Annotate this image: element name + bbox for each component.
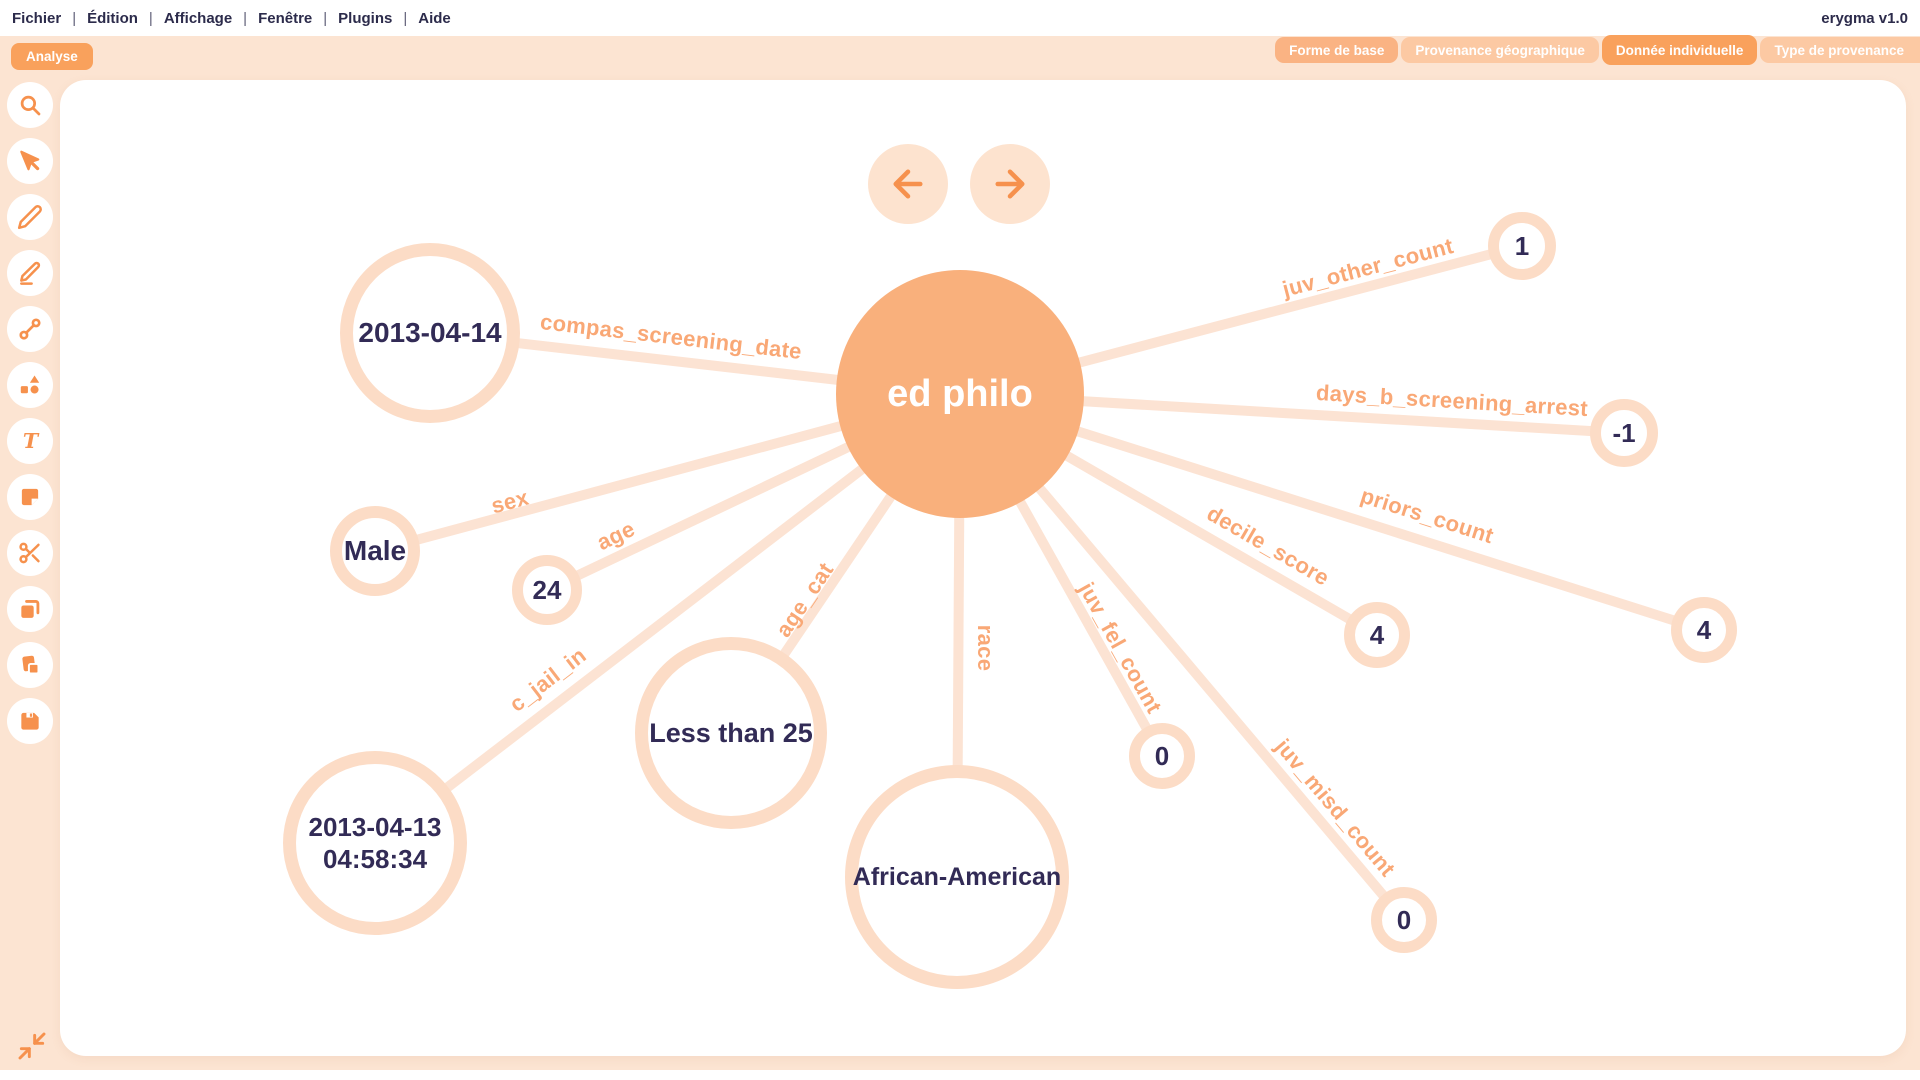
- menu-fenetre[interactable]: Fenêtre: [258, 9, 313, 27]
- collapse-panel-button[interactable]: [16, 1030, 48, 1062]
- paste-tool-button[interactable]: [7, 642, 53, 688]
- menu-separator: |: [323, 9, 328, 27]
- node-juv_misd_count-value[interactable]: 0: [1371, 887, 1437, 953]
- note-tool-button[interactable]: [7, 474, 53, 520]
- app-version: erygma v1.0: [1821, 9, 1908, 27]
- node-days_b_screening_arrest-value[interactable]: -1: [1590, 399, 1658, 467]
- text-icon: T: [23, 429, 40, 453]
- menu-affichage[interactable]: Affichage: [163, 9, 233, 27]
- tab-donnee-individuelle[interactable]: Donnée individuelle: [1601, 35, 1758, 65]
- shapes-tool-button[interactable]: [7, 362, 53, 408]
- node-c_jail_in-value[interactable]: 2013-04-13 04:58:34: [283, 751, 467, 935]
- menu-separator: |: [72, 9, 77, 27]
- forward-button[interactable]: [970, 144, 1050, 224]
- node-juv_fel_count-value[interactable]: 0: [1129, 723, 1195, 789]
- arrow-right-icon: [995, 169, 1025, 199]
- menu-plugins[interactable]: Plugins: [338, 9, 393, 27]
- node-juv_other_count-value[interactable]: 1: [1488, 212, 1556, 280]
- select-tool-button[interactable]: [7, 138, 53, 184]
- menu-separator: |: [243, 9, 248, 27]
- node-sex-value[interactable]: Male: [330, 506, 420, 596]
- sticky-note-icon: [21, 488, 39, 506]
- menu-separator: |: [148, 9, 153, 27]
- cursor-icon: [20, 150, 40, 171]
- edge-label-race: race: [973, 624, 998, 672]
- node-race-value[interactable]: African-American: [845, 765, 1069, 989]
- node-compas_screening_date-value[interactable]: 2013-04-14: [340, 243, 520, 423]
- node-decile_score-value[interactable]: 4: [1344, 602, 1410, 668]
- save-tool-button[interactable]: [7, 698, 53, 744]
- pencil-icon: [17, 205, 42, 230]
- menu-separator: |: [403, 9, 408, 27]
- menu-bar: Fichier | Édition | Affichage | Fenêtre …: [0, 0, 1920, 36]
- highlighter-tool-button[interactable]: [7, 250, 53, 296]
- node-priors_count-value[interactable]: 4: [1671, 597, 1737, 663]
- collapse-icon: [18, 1032, 46, 1060]
- scissors-icon: [19, 542, 40, 564]
- svg-text:T: T: [23, 429, 40, 453]
- pencil-tool-button[interactable]: [7, 194, 53, 240]
- search-icon: [20, 95, 41, 116]
- tab-strip: Forme de base Provenance géographique Do…: [1275, 35, 1920, 65]
- tab-forme-de-base[interactable]: Forme de base: [1275, 37, 1399, 63]
- highlighter-icon: [20, 261, 41, 285]
- shapes-icon: [20, 375, 40, 394]
- arrow-left-icon: [893, 169, 923, 199]
- tab-analyse[interactable]: Analyse: [11, 43, 93, 70]
- save-icon: [21, 712, 39, 730]
- connector-tool-button[interactable]: [7, 306, 53, 352]
- tab-provenance-geographique[interactable]: Provenance géographique: [1401, 37, 1599, 63]
- node-center-entity[interactable]: ed philo: [836, 270, 1084, 518]
- copy-icon: [21, 600, 40, 618]
- menu-fichier[interactable]: Fichier: [12, 9, 62, 27]
- search-tool-button[interactable]: [7, 82, 53, 128]
- tab-type-de-provenance[interactable]: Type de provenance: [1760, 37, 1920, 63]
- menu-aide[interactable]: Aide: [418, 9, 451, 27]
- node-age_cat-value[interactable]: Less than 25: [635, 637, 827, 829]
- text-tool-button[interactable]: T: [7, 418, 53, 464]
- node-age-value[interactable]: 24: [512, 555, 582, 625]
- paste-icon: [22, 655, 40, 675]
- back-button[interactable]: [868, 144, 948, 224]
- scissors-tool-button[interactable]: [7, 530, 53, 576]
- copy-tool-button[interactable]: [7, 586, 53, 632]
- menu-edition[interactable]: Édition: [87, 9, 138, 27]
- node-link-icon: [19, 318, 41, 340]
